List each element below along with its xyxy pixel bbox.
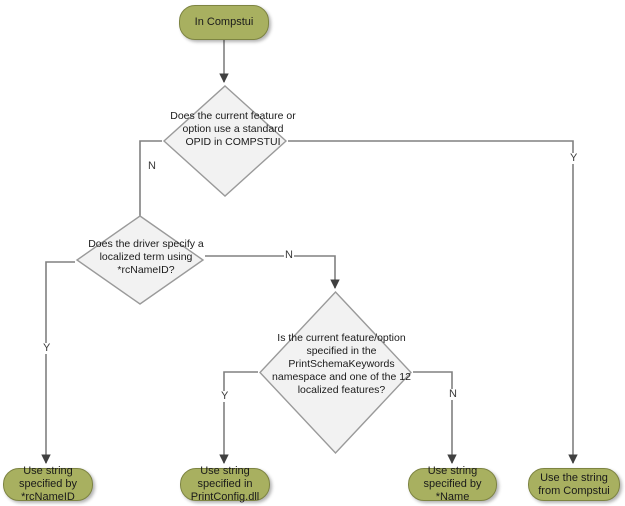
diamond-shape-rcnameid bbox=[75, 215, 205, 305]
edge-rcnameid-no-to-printschema bbox=[205, 255, 340, 289]
diamond-shape-opid bbox=[162, 85, 288, 197]
node-end-rcnameid-label: Use string specified by *rcNameID bbox=[18, 465, 78, 503]
node-decision-rcnameid[interactable]: Does the driver specify a localized term… bbox=[75, 214, 205, 306]
edge-rcnameid-yes-to-end bbox=[41, 261, 75, 464]
edge-label-rcnameid-yes: Y bbox=[42, 342, 52, 354]
edge-label-printschema-no: N bbox=[448, 388, 458, 400]
node-decision-opid[interactable]: Does the current feature or option use a… bbox=[162, 84, 296, 198]
edge-label-printschema-yes: Y bbox=[220, 390, 230, 402]
node-end-printconfig-label: Use string specified in PrintConfig.dll bbox=[190, 465, 260, 503]
node-decision-opid-label: Does the current feature or option use a… bbox=[170, 110, 296, 148]
node-decision-printschema-label: Is the current feature/option specified … bbox=[272, 332, 411, 396]
edge-label-rcnameid-no: N bbox=[284, 249, 294, 261]
edge-opid-yes-to-compstui bbox=[288, 140, 578, 464]
node-end-rcnameid[interactable]: Use string specified by *rcNameID bbox=[3, 465, 93, 503]
edge-label-opid-yes: Y bbox=[569, 152, 579, 164]
node-end-name[interactable]: Use string specified by *Name bbox=[408, 465, 497, 503]
edge-label-opid-no: N bbox=[147, 160, 157, 172]
edge-printschema-no-to-end bbox=[413, 371, 457, 464]
node-decision-rcnameid-label: Does the driver specify a localized term… bbox=[88, 238, 204, 276]
node-decision-printschema[interactable]: Is the current feature/option specified … bbox=[258, 290, 413, 455]
node-end-compstui-label: Use the string from Compstui bbox=[538, 471, 610, 497]
edge-printschema-yes-to-end bbox=[219, 371, 258, 464]
node-end-name-label: Use string specified by *Name bbox=[423, 465, 482, 503]
node-start-label: In Compstui bbox=[194, 16, 254, 28]
diamond-shape-printschema bbox=[259, 290, 412, 455]
node-start[interactable]: In Compstui bbox=[179, 5, 269, 40]
edge-opid-no-to-rcnameid bbox=[135, 140, 162, 229]
node-end-compstui[interactable]: Use the string from Compstui bbox=[528, 468, 620, 501]
node-end-printconfig[interactable]: Use string specified in PrintConfig.dll bbox=[180, 465, 270, 503]
